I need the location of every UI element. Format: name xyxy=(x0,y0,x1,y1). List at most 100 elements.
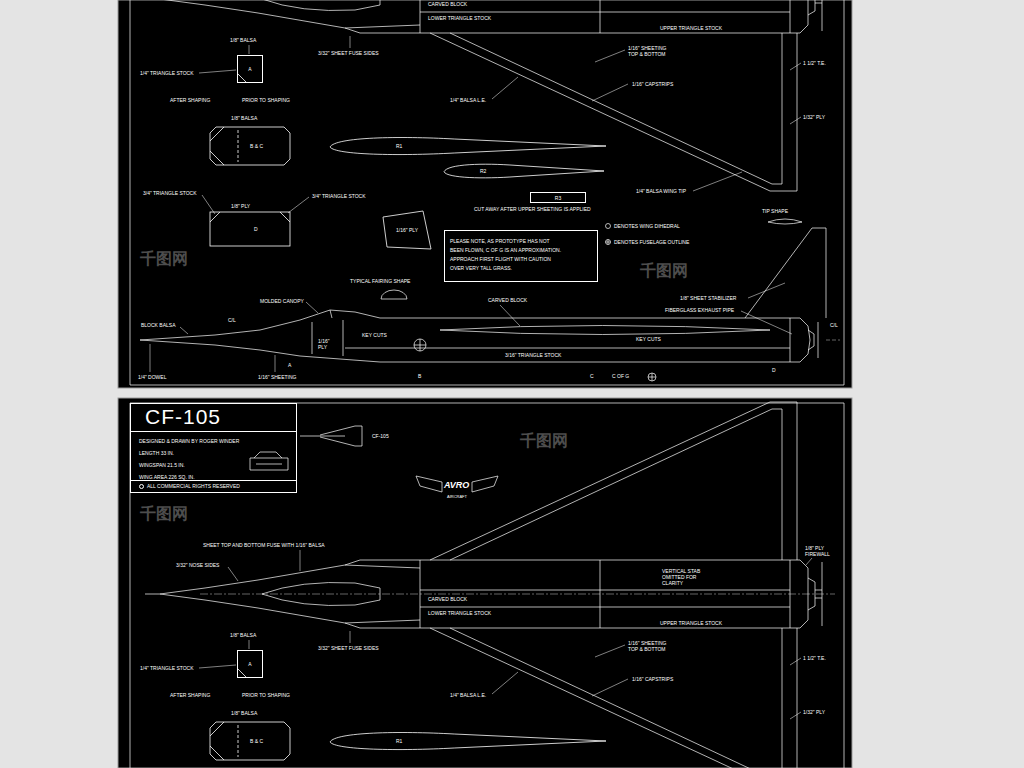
section-letter: A xyxy=(288,362,291,368)
triangle-stock xyxy=(210,212,290,222)
watermark: 千图网 xyxy=(140,505,188,523)
cg-symbol xyxy=(414,339,426,351)
callout-label: 1/8" PLY FIREWALL xyxy=(805,545,835,557)
callout-label: 3/32" NOSE SIDES xyxy=(176,562,219,568)
cross-section-box: A xyxy=(237,650,263,678)
sheet-frame xyxy=(130,403,844,768)
legend-text: DENOTES FUSELAGE OUTLINE xyxy=(614,239,689,245)
callout-label: 1/8" PLY xyxy=(231,203,250,209)
callout-label: TYPICAL FAIRING SHAPE xyxy=(350,278,410,284)
callout-label: MOLDED CANOPY xyxy=(260,298,304,304)
callout-label: 1/32" PLY xyxy=(803,114,825,120)
callout-label: CARVED BLOCK xyxy=(428,1,467,7)
cross-section-box: B & C xyxy=(210,127,290,165)
section-letter: C xyxy=(590,373,594,379)
sheet-frame xyxy=(130,0,844,385)
ply-part: 1/16" PLY xyxy=(383,211,431,249)
callout-label: LOWER TRIANGLE STOCK xyxy=(428,610,491,616)
callout-label: 1/4" TRIANGLE STOCK xyxy=(140,70,194,76)
wing-rib: R2 xyxy=(444,163,604,179)
section-letter: D xyxy=(772,367,776,373)
part-label: R2 xyxy=(480,168,486,174)
circle-symbol xyxy=(139,484,144,489)
logo-text: AIRCRAFT xyxy=(447,494,467,499)
wing-rib: R1 xyxy=(330,136,606,156)
rib-outline xyxy=(330,733,606,750)
note-text: PLEASE NOTE, AS PROTOTYPE HAS NOT BEEN F… xyxy=(450,237,562,273)
avro-logo xyxy=(416,476,498,492)
callout-label: 1/4" DOWEL xyxy=(138,374,166,380)
watermark: 千图网 xyxy=(140,250,188,268)
legend-sample xyxy=(606,240,611,245)
callout-label: 1/16" SHEETING TOP & BOTTOM xyxy=(628,640,674,652)
callout-label: 3/32" SHEET FUSE SIDES xyxy=(318,645,379,651)
ply-outline xyxy=(383,211,431,249)
title-block-text: LENGTH 33 IN. xyxy=(139,450,174,456)
callout-label: 3/4" TRIANGLE STOCK xyxy=(312,193,366,199)
title-block-text: WINGSPAN 21.5 IN. xyxy=(139,462,185,468)
logo-text: AVRO xyxy=(444,480,469,491)
propeller xyxy=(808,322,818,358)
callout-label: 1/16" PLY xyxy=(318,338,334,350)
triangle-stock xyxy=(210,127,224,165)
callout-label: 1/16" SHEETING xyxy=(258,374,296,380)
center-line xyxy=(238,130,239,162)
watermark: 千图网 xyxy=(520,432,568,450)
part-label: R3 xyxy=(555,195,561,201)
callout-label: PRIOR TO SHAPING xyxy=(242,692,290,698)
callout-label: 1/16" CAPSTRIPS xyxy=(632,81,673,87)
planform-view xyxy=(145,402,835,768)
legend-text: DENOTES WING DIHEDRAL xyxy=(614,223,680,229)
cross-section-box: B & C xyxy=(210,722,290,760)
part-outline xyxy=(444,163,604,179)
legend-sample xyxy=(606,224,611,229)
callout-label: 1/4" TRIANGLE STOCK xyxy=(140,665,194,671)
callout-label: FIBERGLASS EXHAUST PIPE xyxy=(665,307,734,313)
callout-label: 1 1/2" T.E. xyxy=(803,655,826,661)
note-box: PLEASE NOTE, AS PROTOTYPE HAS NOT BEEN F… xyxy=(444,230,598,282)
legend-sample xyxy=(606,240,611,245)
callout-label: 1/4" BALSA WING TIP xyxy=(636,188,686,194)
part-label: D xyxy=(254,226,258,232)
callout-label: 1/8" BALSA xyxy=(231,115,257,121)
bottom-panel xyxy=(118,398,852,768)
callout-label: 1/4" BALSA L.E. xyxy=(450,97,486,103)
callout-label: 1/8" BALSA xyxy=(230,37,256,43)
part-outline xyxy=(210,212,290,246)
rib-outline xyxy=(330,138,606,155)
cross-section-outline xyxy=(210,127,290,165)
planform-view xyxy=(145,402,835,768)
part-label: A xyxy=(248,661,251,667)
aircraft-silhouette xyxy=(300,426,362,446)
planform-view xyxy=(145,0,835,191)
part-label: R1 xyxy=(396,143,402,149)
callout-label: 1/4" BALSA L.E. xyxy=(450,692,486,698)
title-block: CF-105DESIGNED & DRAWN BY ROGER WINDERLE… xyxy=(130,403,297,493)
callout-label: PRIOR TO SHAPING xyxy=(242,97,290,103)
rib-outline xyxy=(444,164,604,178)
callout-label: C OF G xyxy=(612,373,629,379)
part-label: B & C xyxy=(250,738,263,744)
canopy-frame xyxy=(330,310,332,318)
callout-label: AFTER SHAPING xyxy=(170,692,210,698)
title-text: CF-105 xyxy=(131,404,296,432)
callout-label: CARVED BLOCK xyxy=(428,596,467,602)
watermark: 千图网 xyxy=(640,262,688,280)
callout-label: VERTICAL STAB OMITTED FOR CLARITY xyxy=(662,568,706,586)
part-label: R1 xyxy=(396,738,402,744)
callout-label: KEY CUTS xyxy=(362,332,387,338)
callout-label: 1/16" SHEETING TOP & BOTTOM xyxy=(628,45,674,57)
center-line xyxy=(826,340,840,341)
triangle-stock xyxy=(238,669,246,677)
callout-label: 1/8" SHEET STABILIZER xyxy=(680,295,736,301)
title-block-text: ALL COMMERCIAL RIGHTS RESERVED xyxy=(147,483,240,489)
callout-label: CUT AWAY AFTER UPPER SHEETING IS APPLIED xyxy=(474,206,591,212)
callout-label: 1/8" BALSA xyxy=(230,632,256,638)
part-outline xyxy=(330,136,606,156)
callout-label: C/L xyxy=(228,317,236,323)
vertical-stabilizer xyxy=(745,228,826,318)
callout-label: 3/4" TRIANGLE STOCK xyxy=(143,190,197,196)
callout-label: CARVED BLOCK xyxy=(488,297,527,303)
